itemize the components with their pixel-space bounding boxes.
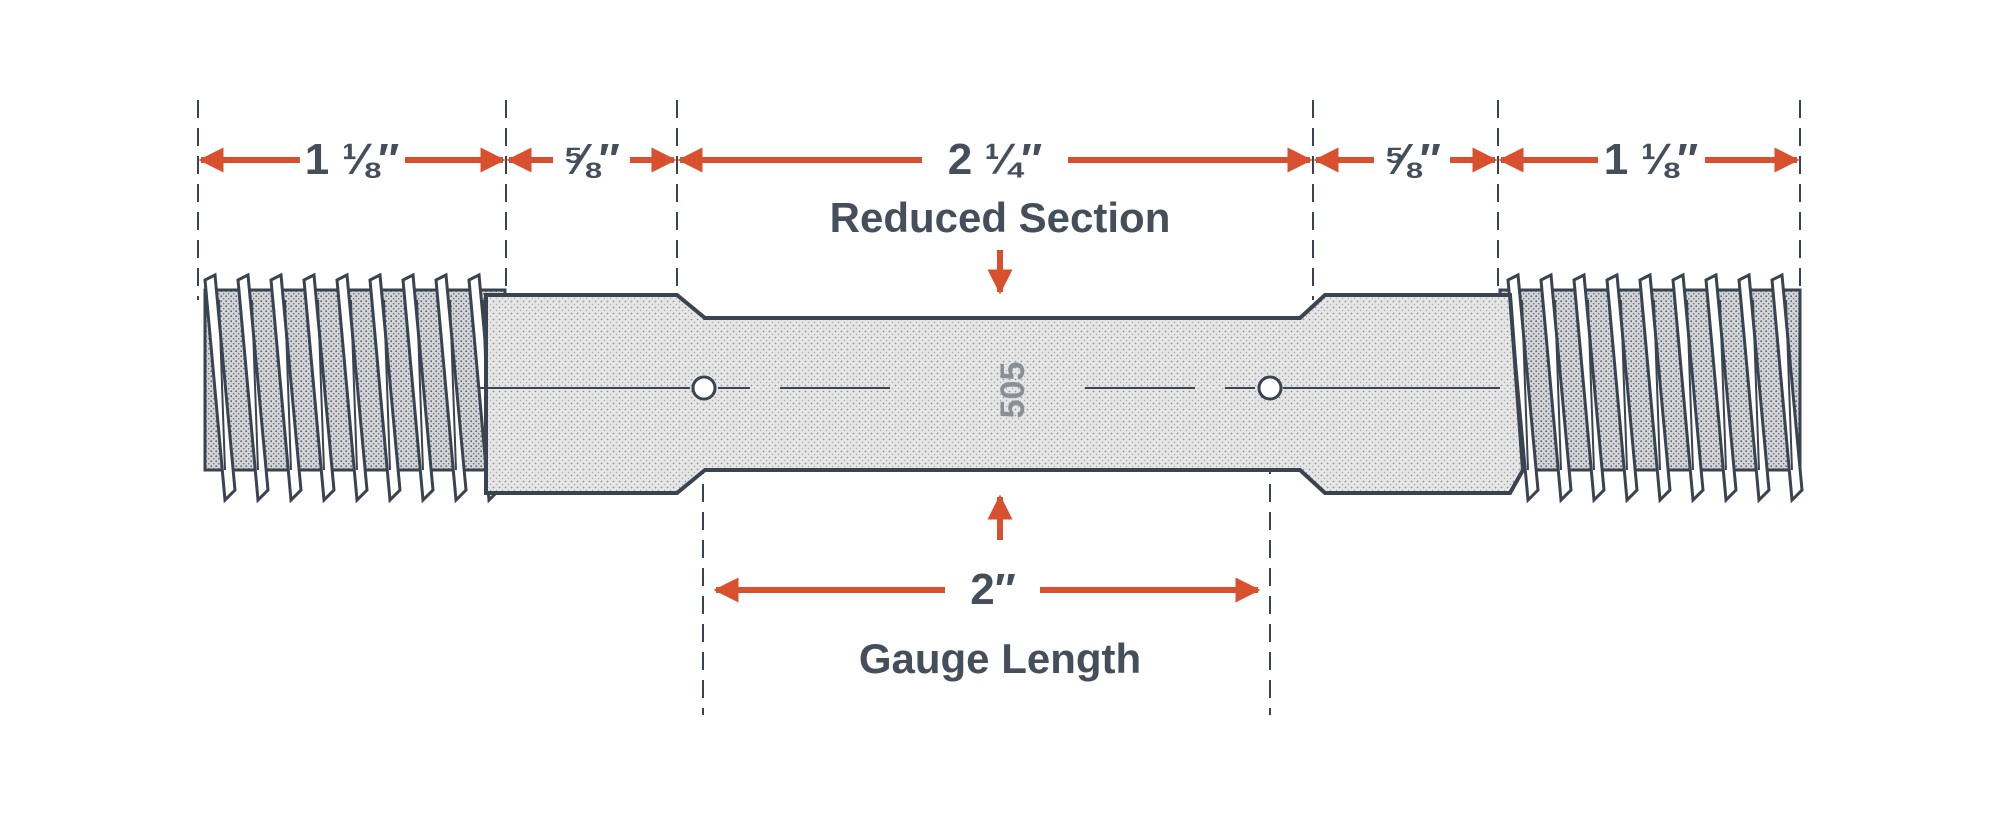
thread-root xyxy=(1587,299,1595,471)
extension-lines xyxy=(197,100,1801,715)
thread-root xyxy=(416,299,424,471)
thread-root xyxy=(350,299,358,471)
thread-crest xyxy=(236,272,270,504)
specimen-body xyxy=(484,293,1526,495)
right-threaded-grip xyxy=(1498,272,1804,504)
gauge-length-label: Gauge Length xyxy=(859,635,1141,682)
thread-crest xyxy=(1539,272,1573,504)
thread-root xyxy=(218,299,226,471)
thread-root xyxy=(1686,299,1694,471)
thread-root xyxy=(1620,299,1628,471)
thread-crest xyxy=(203,272,237,504)
thread-crest xyxy=(368,272,402,504)
gauge-mark-right xyxy=(1257,375,1283,401)
dimension-center: 2 ¼″ xyxy=(948,135,1042,184)
thread-root xyxy=(284,299,292,471)
thread-root xyxy=(1653,299,1661,471)
thread-root xyxy=(251,299,259,471)
thread-crest xyxy=(401,272,435,504)
thread-crest xyxy=(434,272,468,504)
thread-crest xyxy=(1770,272,1804,504)
thread-crest xyxy=(1704,272,1738,504)
dimension-left-shoulder: ⅝″ xyxy=(562,135,620,184)
reduced-section-label: Reduced Section xyxy=(830,194,1171,241)
dimension-left-thread: 1 ⅛″ xyxy=(305,135,399,184)
gauge-mark-left xyxy=(691,375,717,401)
thread-crest xyxy=(302,272,336,504)
thread-root xyxy=(1554,299,1562,471)
thread-root xyxy=(1719,299,1727,471)
dimension-right-shoulder: ⅝″ xyxy=(1383,135,1441,184)
thread-root xyxy=(1752,299,1760,471)
thread-root xyxy=(449,299,457,471)
thread-root xyxy=(383,299,391,471)
specimen-marking: 505 xyxy=(994,362,1032,419)
thread-crest xyxy=(1605,272,1639,504)
left-threaded-grip xyxy=(203,272,507,504)
thread-root xyxy=(317,299,325,471)
thread-crest xyxy=(1671,272,1705,504)
thread-crest xyxy=(1572,272,1606,504)
dimension-right-thread: 1 ⅛″ xyxy=(1604,135,1698,184)
thread-crest xyxy=(1737,272,1771,504)
dimension-gauge: 2″ xyxy=(970,565,1016,614)
thread-root xyxy=(1521,299,1529,471)
thread-crest xyxy=(335,272,369,504)
dimension-arrows xyxy=(198,147,1800,603)
thread-root xyxy=(1785,299,1793,471)
thread-crest xyxy=(1638,272,1672,504)
thread-crest xyxy=(269,272,303,504)
